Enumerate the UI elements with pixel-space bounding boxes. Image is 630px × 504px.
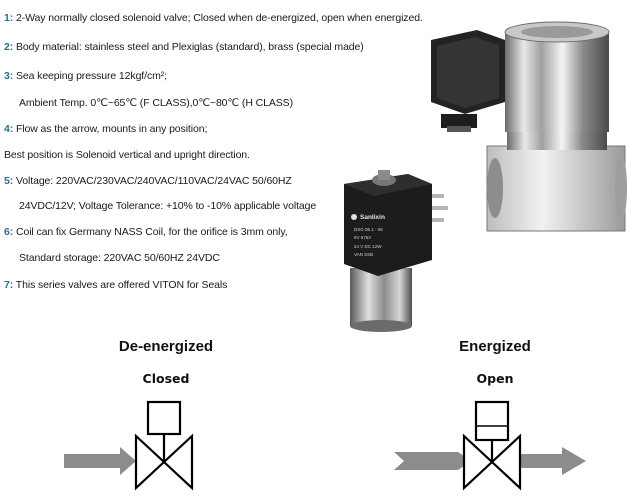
spec-line-1: 1: 2-Way normally closed solenoid valve;… bbox=[4, 12, 423, 24]
open-label: Open bbox=[476, 371, 514, 386]
inflow-arrow bbox=[64, 447, 136, 475]
spec-line-2: 2: Body material: stainless steel and Pl… bbox=[4, 41, 364, 53]
spec-line-5: 5: Voltage: 220VAC/230VAC/240VAC/110VAC/… bbox=[4, 175, 292, 187]
open-valve-symbol bbox=[394, 400, 586, 491]
coil-line3: 24 V DC 12W bbox=[354, 244, 382, 249]
coil-brand: Sanlixin bbox=[360, 214, 385, 221]
closed-label: Closed bbox=[142, 371, 190, 386]
coil-line4: VAN SSB bbox=[354, 252, 373, 257]
spec-line-6b: Standard storage: 220VAC 50/60HZ 24VDC bbox=[19, 252, 220, 264]
coil-line2: 8V 6763 bbox=[354, 235, 371, 240]
spec-line-4: 4: Flow as the arrow, mounts in any posi… bbox=[4, 123, 208, 135]
energized-title: Energized bbox=[459, 338, 531, 355]
coil-valve-photo: Sanlixin DSG 06.1 - 06 8V 6763 24 V DC 1… bbox=[344, 170, 448, 332]
spec-line-5b: 24VDC/12V; Voltage Tolerance: +10% to -1… bbox=[19, 200, 317, 212]
spec-line-3b: Ambient Temp. 0℃~65℃ (F CLASS),0℃~80℃ (H… bbox=[19, 97, 293, 109]
coil-model: DSG 06.1 - 06 bbox=[354, 227, 383, 232]
inflow-arrow bbox=[394, 452, 472, 470]
spec-line-6: 6: Coil can fix Germany NASS Coil, for t… bbox=[4, 226, 288, 238]
spec-line-3: 3: Sea keeping pressure 12kgf/cm²; bbox=[4, 70, 167, 82]
spec-line-7: 7: This series valves are offered VITON … bbox=[4, 279, 228, 291]
outflow-arrow bbox=[516, 447, 586, 475]
deenergized-title: De-energized bbox=[118, 338, 214, 355]
spec-line-4b: Best position is Solenoid vertical and u… bbox=[4, 149, 250, 161]
brand-logo-icon bbox=[351, 214, 357, 220]
closed-valve-symbol bbox=[64, 400, 194, 491]
stainless-valve-photo bbox=[431, 21, 627, 232]
